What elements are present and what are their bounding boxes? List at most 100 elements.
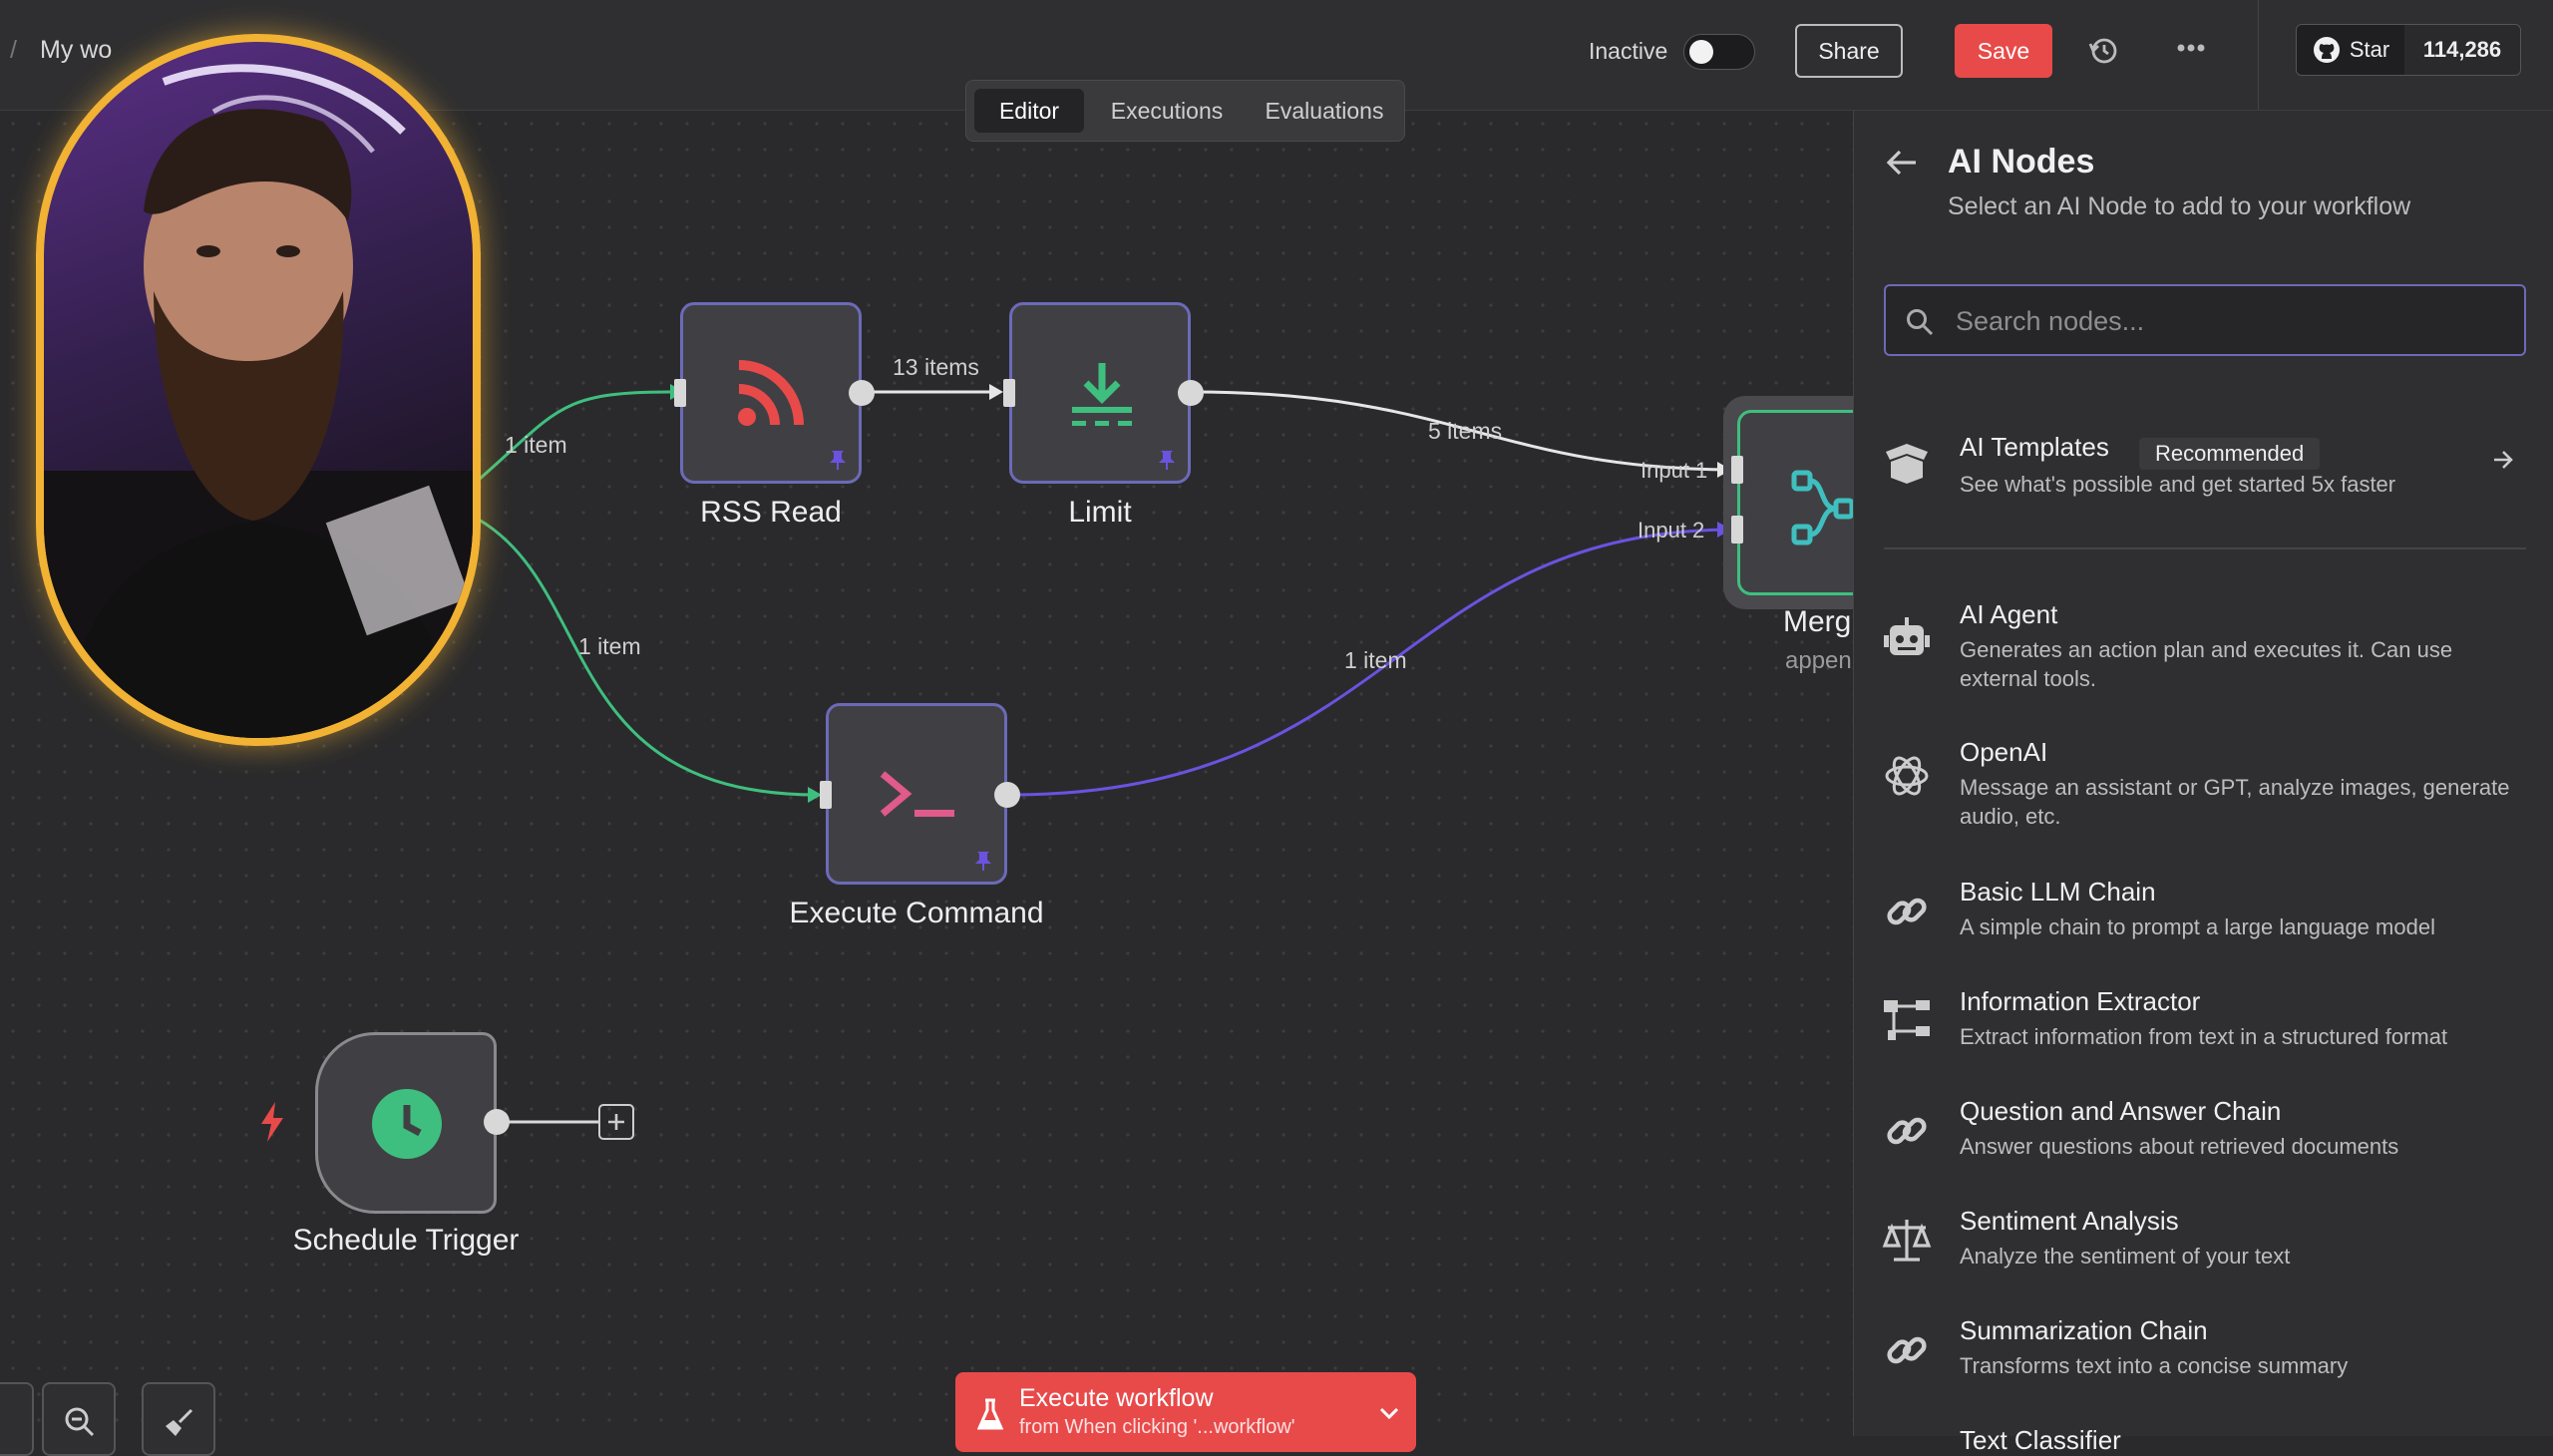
more-icon[interactable] (2176, 42, 2206, 54)
list-item-qa-chain[interactable]: Question and Answer Chain Answer questio… (1854, 1096, 2553, 1176)
list-item-openai[interactable]: OpenAI Message an assistant or GPT, anal… (1854, 737, 2553, 847)
item-name: Information Extractor (1960, 986, 2201, 1016)
list-item-basic-llm-chain[interactable]: Basic LLM Chain A simple chain to prompt… (1854, 877, 2553, 956)
limit-input-handle[interactable] (1003, 379, 1015, 407)
panel-title: AI Nodes (1948, 143, 2095, 181)
node-label-schedule-trigger: Schedule Trigger (292, 1224, 520, 1257)
header-divider (2258, 0, 2259, 110)
list-item-information-extractor[interactable]: Information Extractor Extract informatio… (1854, 986, 2553, 1066)
search-input[interactable] (1954, 296, 2506, 346)
exec-output-handle[interactable] (994, 782, 1020, 808)
terminal-icon (880, 771, 954, 817)
edges-layer (478, 384, 1736, 1124)
item-desc: Analyze the sentiment of your text (1960, 1244, 2291, 1269)
broom-icon (166, 1408, 193, 1436)
item-name: OpenAI (1960, 737, 2048, 767)
node-limit[interactable] (1009, 302, 1191, 484)
breadcrumb-separator: / (10, 36, 17, 64)
zoom-out-icon (65, 1407, 95, 1437)
tab-evaluations[interactable]: Evaluations (1265, 97, 1384, 124)
edge-trigger-rss (478, 390, 671, 482)
zoom-control-partial[interactable] (0, 1382, 34, 1456)
tidy-up-button[interactable] (142, 1382, 215, 1456)
item-name: AI Agent (1960, 599, 2058, 629)
webcam-person-image (44, 64, 473, 738)
item-desc: Answer questions about retrieved documen… (1960, 1134, 2399, 1159)
ai-templates-item[interactable]: AI Templates Recommended See what's poss… (1854, 430, 2553, 530)
execute-workflow-label: Execute workflow (1019, 1384, 1214, 1412)
edge-label-exec-merge: 1 item (1344, 647, 1407, 673)
trigger-bolt-icon (261, 1102, 283, 1142)
github-star-label: Star (2349, 37, 2390, 62)
node-merge[interactable] (1737, 410, 1853, 595)
github-star-button[interactable]: Star 114,286 (2296, 24, 2521, 76)
github-star-count: 114,286 (2404, 25, 2520, 75)
execute-workflow-button[interactable]: Execute workflow from When clicking '...… (955, 1372, 1416, 1452)
recommended-badge: Recommended (2139, 438, 2321, 470)
box-icon (1886, 444, 1928, 484)
share-button[interactable]: Share (1795, 24, 1903, 78)
edge-label-trigger-rss: 1 item (505, 432, 567, 458)
execute-workflow-sublabel: from When clicking '...workflow' (1019, 1416, 1295, 1438)
history-icon[interactable] (2086, 34, 2120, 68)
edge-limit-merge (1192, 390, 1736, 472)
node-execute-command[interactable] (826, 703, 1007, 885)
flask-icon (977, 1398, 1003, 1430)
edge-label-rss-limit: 13 items (893, 354, 979, 380)
ai-templates-desc: See what's possible and get started 5x f… (1960, 472, 2396, 497)
clock-icon (372, 1089, 442, 1159)
list-item-text-classifier[interactable]: Text Classifier (1854, 1425, 2553, 1455)
rss-icon (738, 360, 804, 426)
save-button[interactable]: Save (1955, 24, 2052, 78)
webcam-overlay (36, 34, 481, 746)
zoom-out-button[interactable] (42, 1382, 116, 1456)
item-desc: Extract information from text in a struc… (1960, 1024, 2448, 1049)
node-subtitle-merge: appen (1785, 647, 1852, 674)
tab-executions[interactable]: Executions (1110, 97, 1224, 124)
divider (1884, 547, 2526, 549)
download-icon (1072, 363, 1132, 426)
limit-output-handle[interactable] (1178, 380, 1204, 406)
edge-label-limit-merge: 5 items (1428, 418, 1503, 444)
node-schedule-trigger[interactable] (315, 1032, 497, 1214)
merge-input2-handle[interactable] (1731, 516, 1743, 544)
back-arrow-icon[interactable] (1886, 149, 1918, 177)
item-name: Summarization Chain (1960, 1315, 2208, 1345)
active-toggle[interactable] (1683, 34, 1755, 70)
item-name: Sentiment Analysis (1960, 1206, 2179, 1236)
node-label-rss-read: RSS Read (700, 496, 842, 529)
pin-icon (830, 451, 846, 470)
chevron-down-icon[interactable] (1378, 1406, 1400, 1420)
item-desc: Generates an action plan and executes it… (1960, 637, 2453, 691)
trigger-output-handle[interactable] (484, 1109, 510, 1135)
node-rss-read[interactable] (680, 302, 862, 484)
merge-input1-handle[interactable] (1731, 456, 1743, 484)
tab-editor[interactable]: Editor (974, 89, 1084, 133)
node-label-limit: Limit (1068, 496, 1132, 529)
node-label-merge: Merg (1783, 605, 1852, 638)
item-name: Basic LLM Chain (1960, 877, 2156, 907)
robot-icon (1884, 617, 1930, 655)
github-icon (2313, 37, 2340, 63)
list-item-sentiment-analysis[interactable]: Sentiment Analysis Analyze the sentiment… (1854, 1206, 2553, 1285)
tree-icon (1884, 1000, 1930, 1040)
rss-input-handle[interactable] (674, 379, 686, 407)
view-tabs: Editor Executions Evaluations (965, 80, 1405, 142)
rss-output-handle[interactable] (849, 380, 875, 406)
workflow-canvas[interactable]: 1 item 13 items 5 items 1 item 1 item RS… (0, 111, 1853, 1436)
search-icon (1907, 309, 1934, 336)
list-item-summarization-chain[interactable]: Summarization Chain Transforms text into… (1854, 1315, 2553, 1395)
merge-icon (1791, 470, 1853, 546)
list-item-ai-agent[interactable]: AI Agent Generates an action plan and ex… (1854, 599, 2553, 709)
add-node-button[interactable] (598, 1104, 634, 1140)
edge-exec-merge (1008, 528, 1736, 797)
workflow-title[interactable]: My wo (40, 36, 113, 64)
panel-subtitle: Select an AI Node to add to your workflo… (1948, 192, 2411, 220)
pin-icon (975, 852, 991, 871)
arrow-right-icon (2494, 451, 2513, 469)
link-icon (1887, 1336, 1927, 1364)
item-desc: Transforms text into a concise summary (1960, 1353, 2349, 1378)
exec-input-handle[interactable] (820, 781, 832, 809)
item-desc: Message an assistant or GPT, analyze ima… (1960, 775, 2510, 829)
item-name: Text Classifier (1960, 1425, 2121, 1455)
